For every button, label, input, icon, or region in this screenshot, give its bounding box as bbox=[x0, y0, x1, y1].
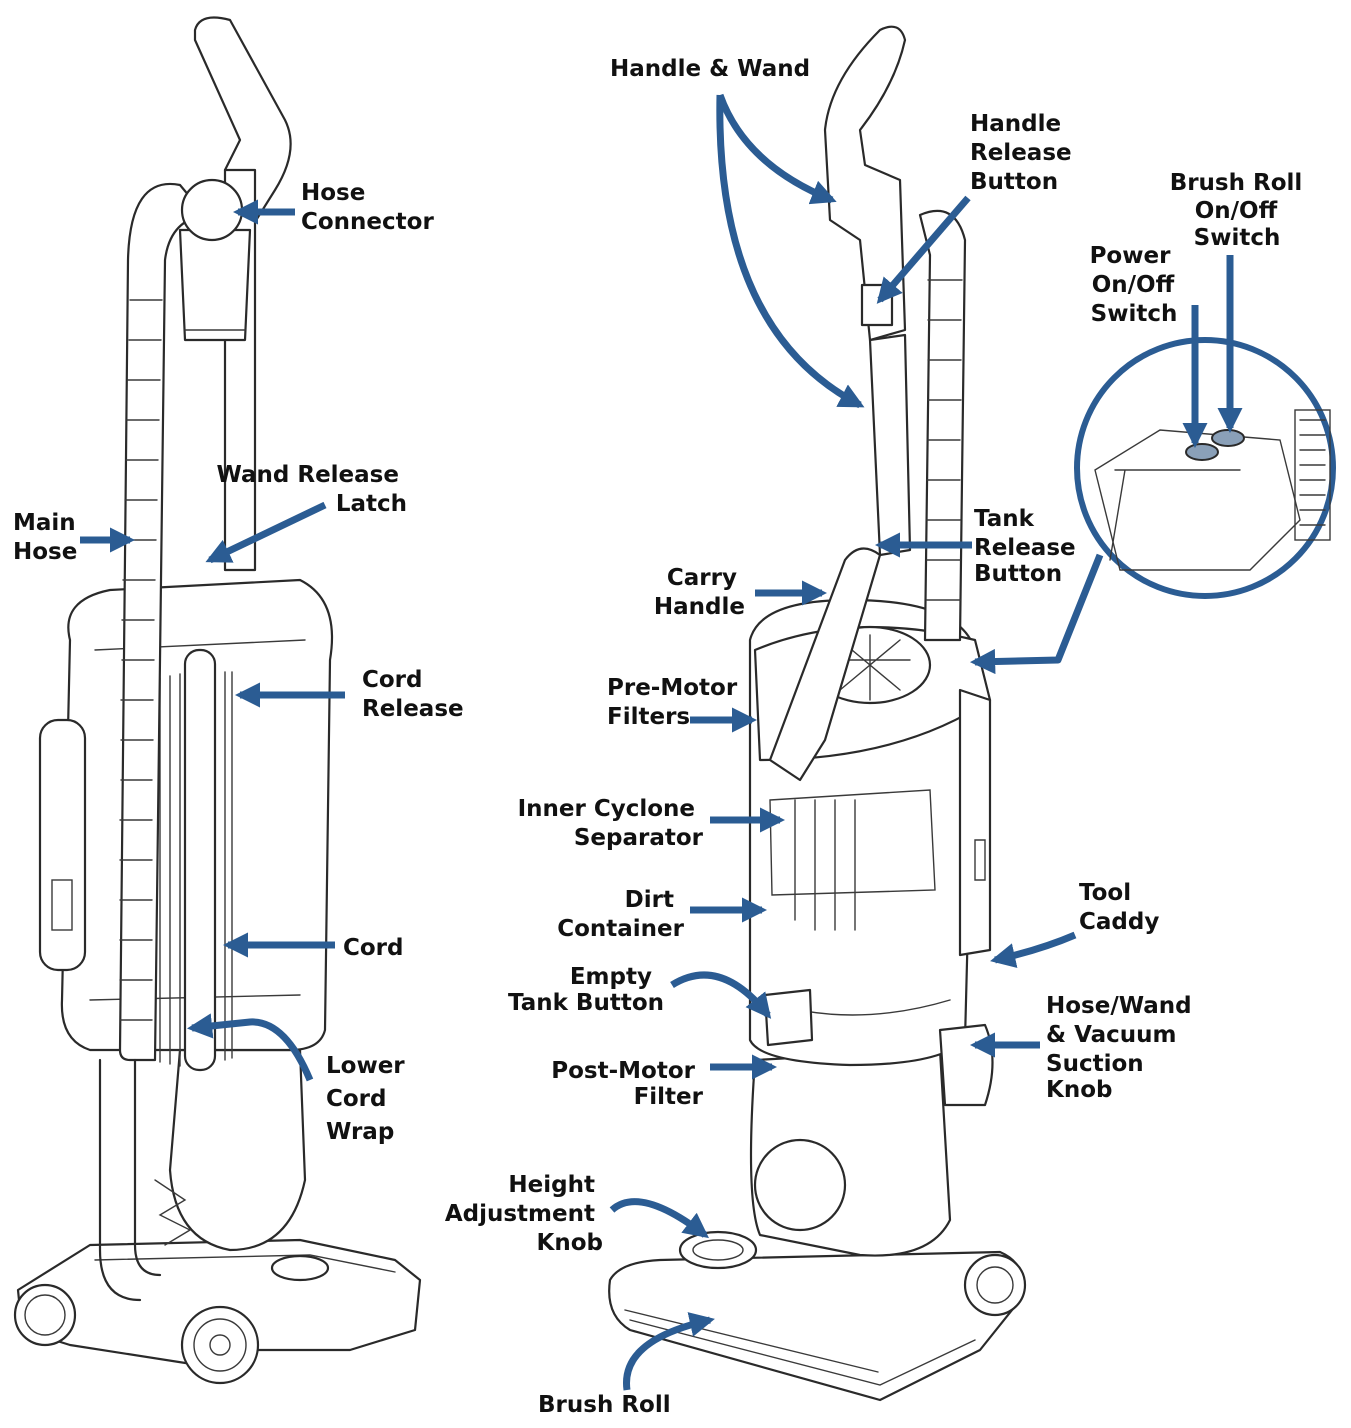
arrow-handle-wand-upper bbox=[716, 93, 837, 205]
arrow-height-adjustment-knob bbox=[609, 1198, 709, 1239]
label-tool-caddy: Tool Caddy bbox=[1079, 880, 1159, 935]
label-wand-release-latch: Wand Release Latch bbox=[216, 462, 407, 517]
arrow-handle-wand-lower bbox=[716, 94, 865, 409]
arrow-empty-tank-button bbox=[670, 971, 772, 1019]
label-cord: Cord bbox=[343, 935, 404, 961]
label-tank-release-button: Tank Release Button bbox=[974, 506, 1084, 587]
label-power-switch: Power On/Off Switch bbox=[1090, 243, 1183, 327]
label-brush-roll: Brush Roll bbox=[538, 1392, 671, 1418]
arrow-inset-pointer bbox=[969, 553, 1104, 675]
right-vacuum-drawing bbox=[608, 25, 1336, 1402]
label-main-hose: Main Hose bbox=[13, 510, 84, 565]
arrow-lower-cord-wrap bbox=[186, 1013, 314, 1082]
label-pre-motor-filters: Pre-Motor Filters bbox=[607, 675, 745, 730]
label-hose-connector: Hose Connector bbox=[301, 180, 434, 235]
label-carry-handle: Carry Handle bbox=[654, 565, 745, 620]
label-handle-wand: Handle & Wand bbox=[610, 56, 810, 82]
arrow-brush-roll bbox=[623, 1312, 715, 1391]
callout-labels: Hose Connector Main Hose Wand Release La… bbox=[13, 56, 1311, 1418]
arrow-tool-caddy bbox=[990, 931, 1077, 968]
label-brush-roll-switch: Brush Roll On/Off Switch bbox=[1170, 170, 1311, 251]
arrow-handle-release-button bbox=[876, 195, 971, 304]
label-hose-wand-suction-knob: Hose/Wand & Vacuum Suction Knob bbox=[1046, 993, 1200, 1103]
label-cord-release: Cord Release bbox=[362, 667, 464, 722]
label-dirt-container: Dirt Container bbox=[557, 887, 684, 942]
label-post-motor-filter: Post-Motor Filter bbox=[551, 1058, 703, 1110]
label-inner-cyclone-separator: Inner Cyclone Separator bbox=[518, 796, 704, 851]
label-handle-release-button: Handle Release Button bbox=[970, 111, 1080, 195]
label-height-adjustment-knob: Height Adjustment Knob bbox=[445, 1172, 603, 1256]
arrow-wand-release-latch bbox=[205, 501, 327, 564]
callout-arrows bbox=[80, 93, 1243, 1391]
label-lower-cord-wrap: Lower Cord Wrap bbox=[326, 1053, 413, 1145]
label-empty-tank-button: Empty Tank Button bbox=[508, 964, 664, 1016]
